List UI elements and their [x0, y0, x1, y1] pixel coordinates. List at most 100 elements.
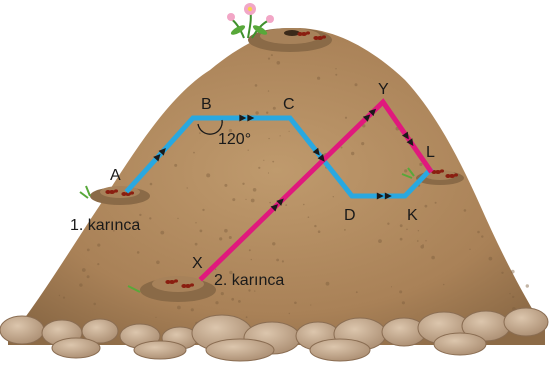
- label-b: B: [201, 96, 212, 113]
- ant2-label: 2. karınca: [214, 272, 284, 289]
- stone: [51, 337, 101, 359]
- arrow-icon: [376, 192, 384, 200]
- arrow-icon: [406, 138, 414, 146]
- soil-speck: [245, 198, 247, 200]
- soil-speck: [206, 173, 211, 178]
- soil-speck: [351, 151, 355, 156]
- soil-speck: [224, 228, 228, 233]
- soil-speck: [219, 237, 223, 241]
- label-d: D: [344, 207, 356, 224]
- soil-speck: [317, 76, 321, 80]
- arrow-icon: [362, 114, 371, 122]
- label-a: A: [110, 167, 121, 184]
- soil-speck: [340, 146, 343, 149]
- arrow-icon: [158, 148, 166, 156]
- soil-speck: [509, 292, 511, 295]
- soil-speck: [248, 289, 251, 292]
- angle-label: 120°: [218, 131, 251, 148]
- soil-speck: [399, 224, 403, 228]
- label-l: L: [426, 144, 435, 161]
- soil-speck: [199, 132, 201, 134]
- soil-speck: [314, 224, 317, 228]
- soil-speck: [220, 292, 224, 296]
- arrow-icon: [247, 114, 255, 122]
- soil-speck: [81, 268, 86, 272]
- soil-speck: [215, 301, 219, 305]
- soil-speck: [231, 297, 235, 301]
- soil-speck: [399, 290, 403, 294]
- soil-speck: [276, 258, 279, 262]
- soil-speck: [420, 245, 425, 249]
- soil-speck: [354, 83, 358, 87]
- soil-speck: [242, 182, 245, 185]
- soil-speck: [317, 230, 321, 233]
- stone: [433, 332, 487, 356]
- soil-speck: [252, 188, 257, 192]
- stone: [503, 307, 549, 337]
- soil-speck: [135, 220, 140, 224]
- soil-speck: [263, 159, 265, 161]
- anthill: [8, 28, 545, 345]
- soil-speck: [442, 283, 445, 286]
- soil-speck: [136, 251, 140, 254]
- soil-speck: [416, 240, 419, 242]
- soil-speck: [228, 236, 232, 239]
- soil-speck: [254, 84, 258, 87]
- ant-icon: [431, 169, 444, 174]
- soil-speck: [272, 106, 276, 110]
- soil-speck: [378, 239, 382, 244]
- soil-speck: [86, 275, 90, 279]
- soil-speck: [199, 229, 203, 233]
- soil-speck: [285, 204, 288, 207]
- soil-speck: [190, 308, 194, 312]
- soil-speck: [177, 305, 181, 310]
- soil-speck: [434, 201, 437, 204]
- label-x: X: [192, 255, 203, 272]
- soil-speck: [245, 316, 248, 319]
- soil-speck: [217, 278, 221, 282]
- label-k: K: [407, 207, 418, 224]
- soil-speck: [512, 295, 515, 299]
- soil-speck: [488, 256, 493, 261]
- soil-speck: [276, 61, 281, 65]
- soil-speck: [335, 73, 338, 76]
- soil-speck: [155, 316, 157, 318]
- soil-speck: [250, 258, 252, 261]
- soil-speck: [177, 217, 179, 220]
- arrow-icon: [368, 108, 377, 117]
- soil-speck: [425, 240, 427, 242]
- soil-speck: [270, 54, 273, 57]
- stone: [0, 315, 45, 345]
- soil-speck: [307, 216, 310, 218]
- soil-speck: [232, 198, 236, 202]
- soil-speck: [160, 230, 165, 235]
- soil-speck: [58, 294, 61, 297]
- arrow-icon: [270, 204, 279, 212]
- soil-speck: [224, 183, 228, 187]
- path-ant2: [198, 98, 434, 282]
- soil-speck: [417, 230, 420, 232]
- soil-speck: [281, 260, 284, 263]
- soil-speck: [267, 90, 270, 92]
- soil-speck: [86, 248, 90, 252]
- soil-speck: [272, 160, 275, 163]
- soil-speck: [255, 111, 259, 115]
- soil-speck: [344, 229, 346, 231]
- ant-icon: [165, 279, 178, 284]
- soil-speck: [250, 198, 255, 203]
- nest-ant2: [127, 276, 216, 302]
- soil-speck: [139, 213, 142, 217]
- soil-speck: [294, 301, 297, 305]
- stone: [133, 340, 187, 360]
- arrow-icon: [153, 154, 161, 162]
- soil-speck: [174, 163, 178, 167]
- ants-group: [105, 31, 458, 288]
- arrow-icon: [401, 131, 409, 140]
- label-c: C: [283, 96, 295, 113]
- soil-speck: [193, 151, 195, 154]
- soil-speck: [401, 301, 405, 305]
- soil-speck: [97, 243, 101, 247]
- angle-arc-b: [197, 119, 223, 135]
- soil-speck: [431, 255, 435, 260]
